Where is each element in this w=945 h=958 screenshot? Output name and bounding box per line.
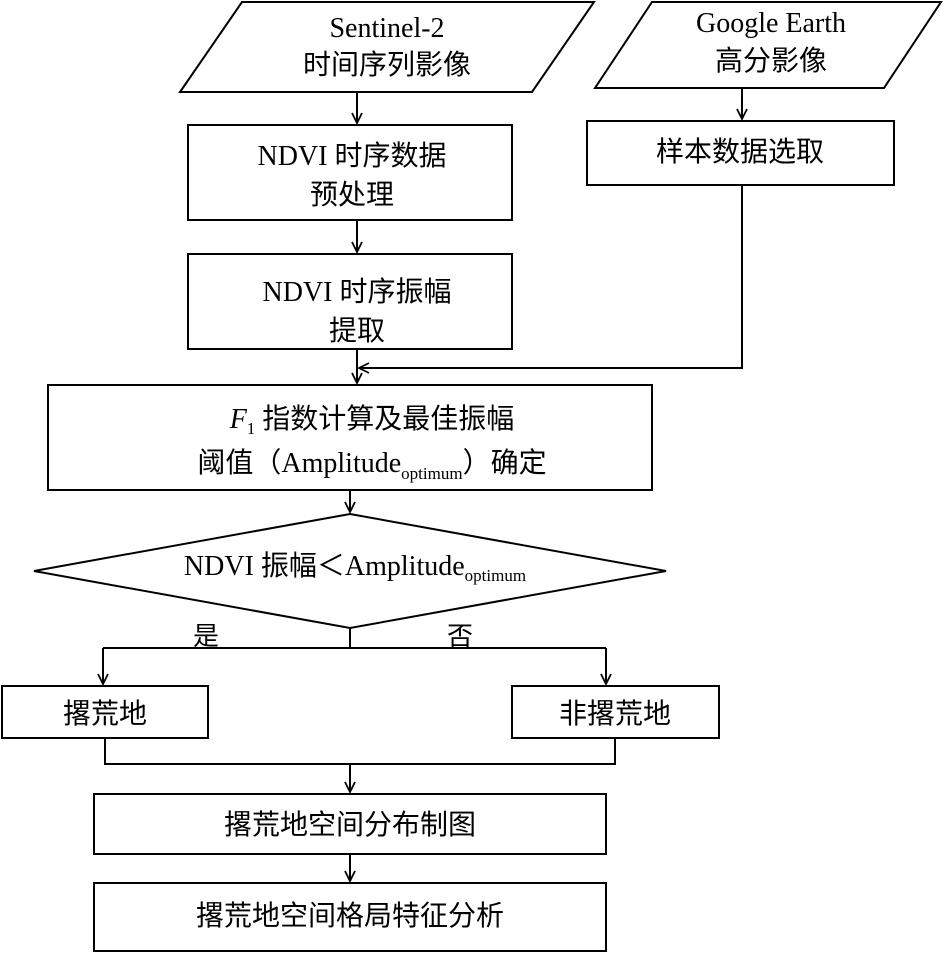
edge-merge-bar bbox=[104, 738, 616, 765]
preprocess-node: NDVI 时序数据 预处理 bbox=[187, 124, 513, 221]
yes-label: 是 bbox=[193, 622, 219, 651]
f1-line1-rest: 指数计算及最佳振幅 bbox=[255, 403, 514, 435]
sample-label: 样本数据选取 bbox=[656, 136, 824, 168]
no-label: 否 bbox=[447, 622, 473, 651]
abandoned-node: 撂荒地 bbox=[1, 685, 209, 739]
f1-line2: 阈值（Amplitudeoptimum）确定 bbox=[197, 447, 546, 483]
mapping-node: 撂荒地空间分布制图 bbox=[93, 793, 607, 855]
decision-node: NDVI 振幅＜Amplitudeoptimum bbox=[33, 512, 667, 630]
decision-main: NDVI 振幅＜Amplitude bbox=[184, 550, 465, 582]
sample-selection-node: 样本数据选取 bbox=[586, 120, 895, 186]
google-line1: Google Earth bbox=[696, 8, 846, 39]
f1-threshold-node: F1 指数计算及最佳振幅 阈值（Amplitudeoptimum）确定 bbox=[47, 384, 653, 491]
decision-text: NDVI 振幅＜Amplitudeoptimum bbox=[184, 550, 526, 585]
mapping-label: 撂荒地空间分布制图 bbox=[224, 809, 476, 841]
non-abandoned-node: 非撂荒地 bbox=[511, 685, 720, 739]
amplitude-line1: NDVI 时序振幅 bbox=[263, 276, 452, 308]
f1-symbol-sub: 1 bbox=[247, 419, 256, 438]
sentinel-line1: Sentinel-2 bbox=[329, 13, 444, 44]
f1-symbol: F bbox=[229, 404, 248, 435]
google-earth-input-node: Google Earth 高分影像 bbox=[593, 1, 943, 89]
decision-sub: optimum bbox=[465, 566, 526, 585]
non-abandoned-label: 非撂荒地 bbox=[559, 698, 671, 730]
pattern-label: 撂荒地空间格局特征分析 bbox=[196, 900, 504, 932]
f1-line2-sub: optimum bbox=[401, 464, 462, 483]
sentinel-input-node: Sentinel-2 时间序列影像 bbox=[178, 1, 596, 93]
pattern-node: 撂荒地空间格局特征分析 bbox=[93, 882, 607, 952]
f1-line1: F1 指数计算及最佳振幅 bbox=[229, 403, 515, 438]
edge-sample-to-f1 bbox=[359, 185, 743, 368]
google-line2: 高分影像 bbox=[715, 45, 827, 77]
amplitude-line2: 提取 bbox=[329, 315, 385, 347]
f1-line2-pre: 阈值（Amplitude bbox=[197, 447, 401, 479]
preprocess-line2: 预处理 bbox=[310, 179, 394, 211]
preprocess-line1: NDVI 时序数据 bbox=[258, 140, 447, 172]
sentinel-line2: 时间序列影像 bbox=[303, 49, 471, 81]
abandoned-label: 撂荒地 bbox=[63, 698, 147, 730]
f1-line2-post: ）确定 bbox=[463, 447, 547, 479]
amplitude-extract-node: NDVI 时序振幅 提取 bbox=[187, 253, 513, 350]
